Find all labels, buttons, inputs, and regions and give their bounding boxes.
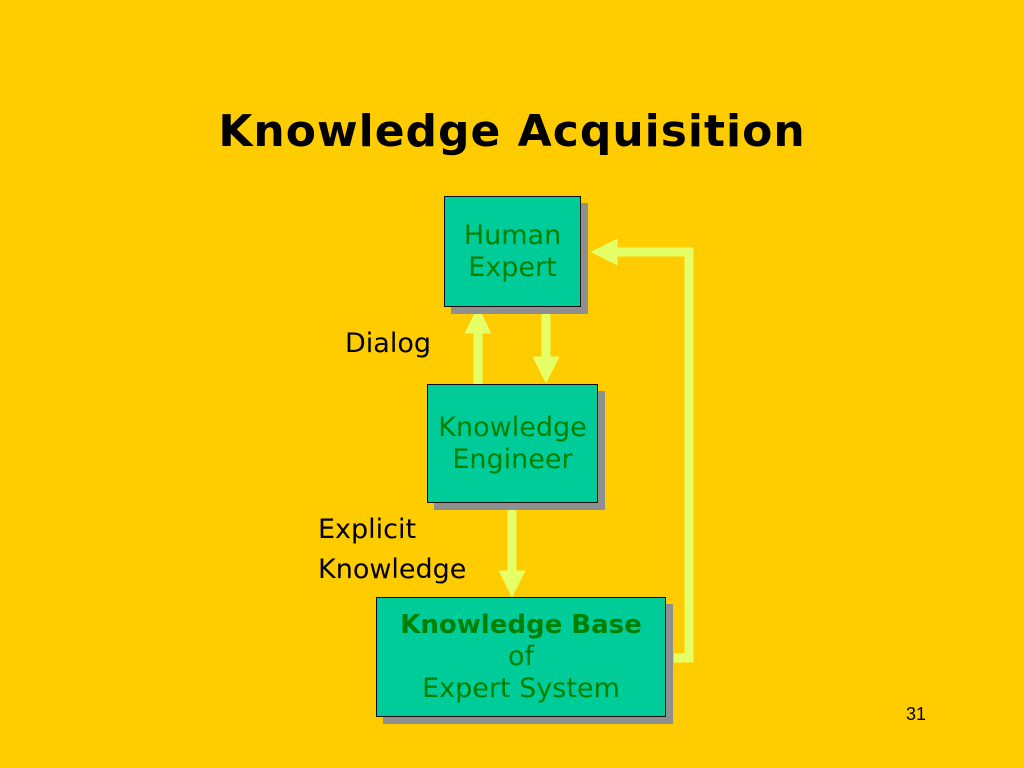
explicit-knowledge-line-1: Explicit xyxy=(318,514,417,545)
page-number: 31 xyxy=(906,704,927,724)
explicit-knowledge-line-2: Knowledge xyxy=(318,554,467,585)
knowledge-engineer-line-1: Knowledge xyxy=(438,411,587,443)
slide-title: Knowledge Acquisition xyxy=(218,106,806,157)
knowledge-base-node: Knowledge Base of Expert System xyxy=(376,597,666,717)
explicit-knowledge-label: Explicit Knowledge xyxy=(318,510,466,590)
knowledge-base-line-2: of xyxy=(507,641,535,672)
human-expert-node: Human Expert xyxy=(444,196,581,307)
human-expert-line-2: Expert xyxy=(468,251,557,283)
knowledge-engineer-line-2: Engineer xyxy=(452,443,573,475)
dialog-label: Dialog xyxy=(345,328,431,359)
human-expert-line-1: Human xyxy=(463,219,562,251)
knowledge-base-line-3: Expert System xyxy=(422,673,620,704)
knowledge-engineer-node: Knowledge Engineer xyxy=(427,384,598,503)
feedback-arrow xyxy=(590,238,694,663)
knowledge-base-line-1: Knowledge Base xyxy=(400,610,642,640)
